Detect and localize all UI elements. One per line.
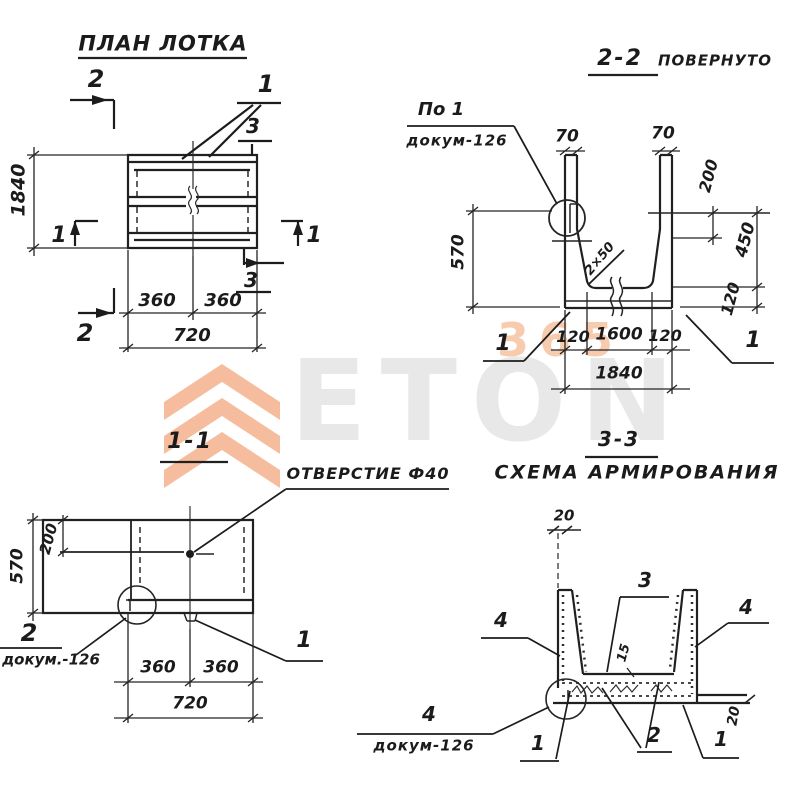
plan-section-mark-2-bottom: 2 xyxy=(76,319,94,347)
plan-dim-360-left: 360 xyxy=(138,290,176,311)
plan-item-label-1: 1 xyxy=(257,70,275,98)
section-1-1-leader-1: 1 xyxy=(296,628,312,653)
section-3-3-dim-20-top: 20 xyxy=(553,506,575,525)
plan-hidden-lines xyxy=(136,171,249,232)
plan-dim-360-right: 360 xyxy=(204,290,242,311)
section-3-3-dim-15: 15 xyxy=(614,642,634,664)
section-3-3-dim-20-right: 20 xyxy=(724,705,744,727)
section-3-3-details xyxy=(545,525,756,720)
section-1-1-dim-200: 200 xyxy=(35,521,62,557)
section-2-2-leader-1-left: 1 xyxy=(495,331,511,356)
section-1-1-hole-note: ОТВЕРСТИЕ Ф40 xyxy=(286,464,450,483)
section-1-1-title: 1-1 xyxy=(167,429,213,454)
section-2-2-dim-70-left: 70 xyxy=(555,126,579,147)
plan-cut-mark-1-left: 1 xyxy=(51,223,67,248)
section-3-3-bar-label-4-right: 4 xyxy=(739,595,753,619)
section-2-2-title: 2-2 xyxy=(597,46,643,71)
section-2-2-dim-120-bottom-left: 120 xyxy=(556,327,590,346)
section-2-2-leader-1-right: 1 xyxy=(745,328,761,353)
section-1-1-detail-doc: докум.-126 xyxy=(2,650,100,669)
section-2-2-dim-1840: 1840 xyxy=(595,363,643,384)
section-1-1-leaders xyxy=(0,488,449,662)
plan-section-mark-2-top: 2 xyxy=(87,65,105,93)
plan-cut-mark-1-right: 1 xyxy=(306,223,322,248)
section-1-1-details xyxy=(117,506,214,629)
section-2-2-outline xyxy=(563,73,674,310)
plan-dim-720: 720 xyxy=(173,325,211,346)
section-2-2-dimension-lines xyxy=(466,146,765,394)
plan-title: ПЛАН ЛОТКА xyxy=(78,31,248,56)
section-2-2-dim-70-right: 70 xyxy=(651,123,675,144)
section-2-2-dim-120-bottom-right: 120 xyxy=(648,326,682,345)
section-1-1-hidden-lines xyxy=(139,527,245,597)
section-3-3-bar-label-1-right: 1 xyxy=(714,727,728,751)
section-2-2-rotated-note: ПОВЕРНУТО xyxy=(657,51,773,70)
section-1-1-detail-label-2: 2 xyxy=(20,619,38,647)
section-3-3-bar-label-4-left: 4 xyxy=(494,608,508,632)
section-2-2-dim-450: 450 xyxy=(731,220,760,260)
section-3-3-title: 3-3 xyxy=(597,427,641,451)
section-2-2-dim-120-right: 120 xyxy=(717,280,745,318)
plan-dim-1840: 1840 xyxy=(7,163,30,217)
section-2-2-detail-doc: докум-126 xyxy=(406,131,508,150)
section-3-3-leaders xyxy=(357,596,769,762)
watermark-number: 365 xyxy=(496,313,624,367)
section-1-1-dimension-lines xyxy=(27,513,263,723)
section-2-2-details xyxy=(548,199,770,317)
section-3-3-subtitle: СХЕМА АРМИРОВАНИЯ xyxy=(494,461,780,484)
plan-view-outline xyxy=(78,56,259,250)
section-2-2-dim-570: 570 xyxy=(448,234,469,270)
section-1-1-dim-360-left: 360 xyxy=(140,657,176,678)
section-2-2-dim-1600: 1600 xyxy=(595,324,643,345)
section-2-2-chamfer-note: 2×50 xyxy=(582,239,618,279)
plan-dimension-lines xyxy=(27,147,266,353)
plan-centerline xyxy=(187,141,200,256)
section-3-3-bar-label-3: 3 xyxy=(638,568,652,592)
section-1-1-dim-360-right: 360 xyxy=(203,657,239,678)
section-3-3-bar-label-2: 2 xyxy=(647,723,661,747)
section-3-3-bar-label-4-bottom: 4 xyxy=(422,702,436,726)
plan-item-label-3-bottom: 3 xyxy=(244,268,258,292)
section-2-2-dim-200: 200 xyxy=(695,157,723,195)
section-2-2-detail-ref: По 1 xyxy=(417,99,465,120)
plan-item-label-3-top: 3 xyxy=(246,114,260,138)
section-2-2-leaders xyxy=(407,125,774,364)
plan-section-arrows xyxy=(70,95,303,318)
section-1-1-dim-720: 720 xyxy=(172,693,208,714)
hole-marker-dot xyxy=(186,550,194,558)
section-1-1-dim-570: 570 xyxy=(7,548,28,584)
section-3-3-rebar xyxy=(561,594,694,697)
watermark-brand: ETON xyxy=(290,337,688,467)
section-3-3-detail-doc: докум-126 xyxy=(373,736,475,755)
section-3-3-bar-label-1-left: 1 xyxy=(531,731,545,755)
